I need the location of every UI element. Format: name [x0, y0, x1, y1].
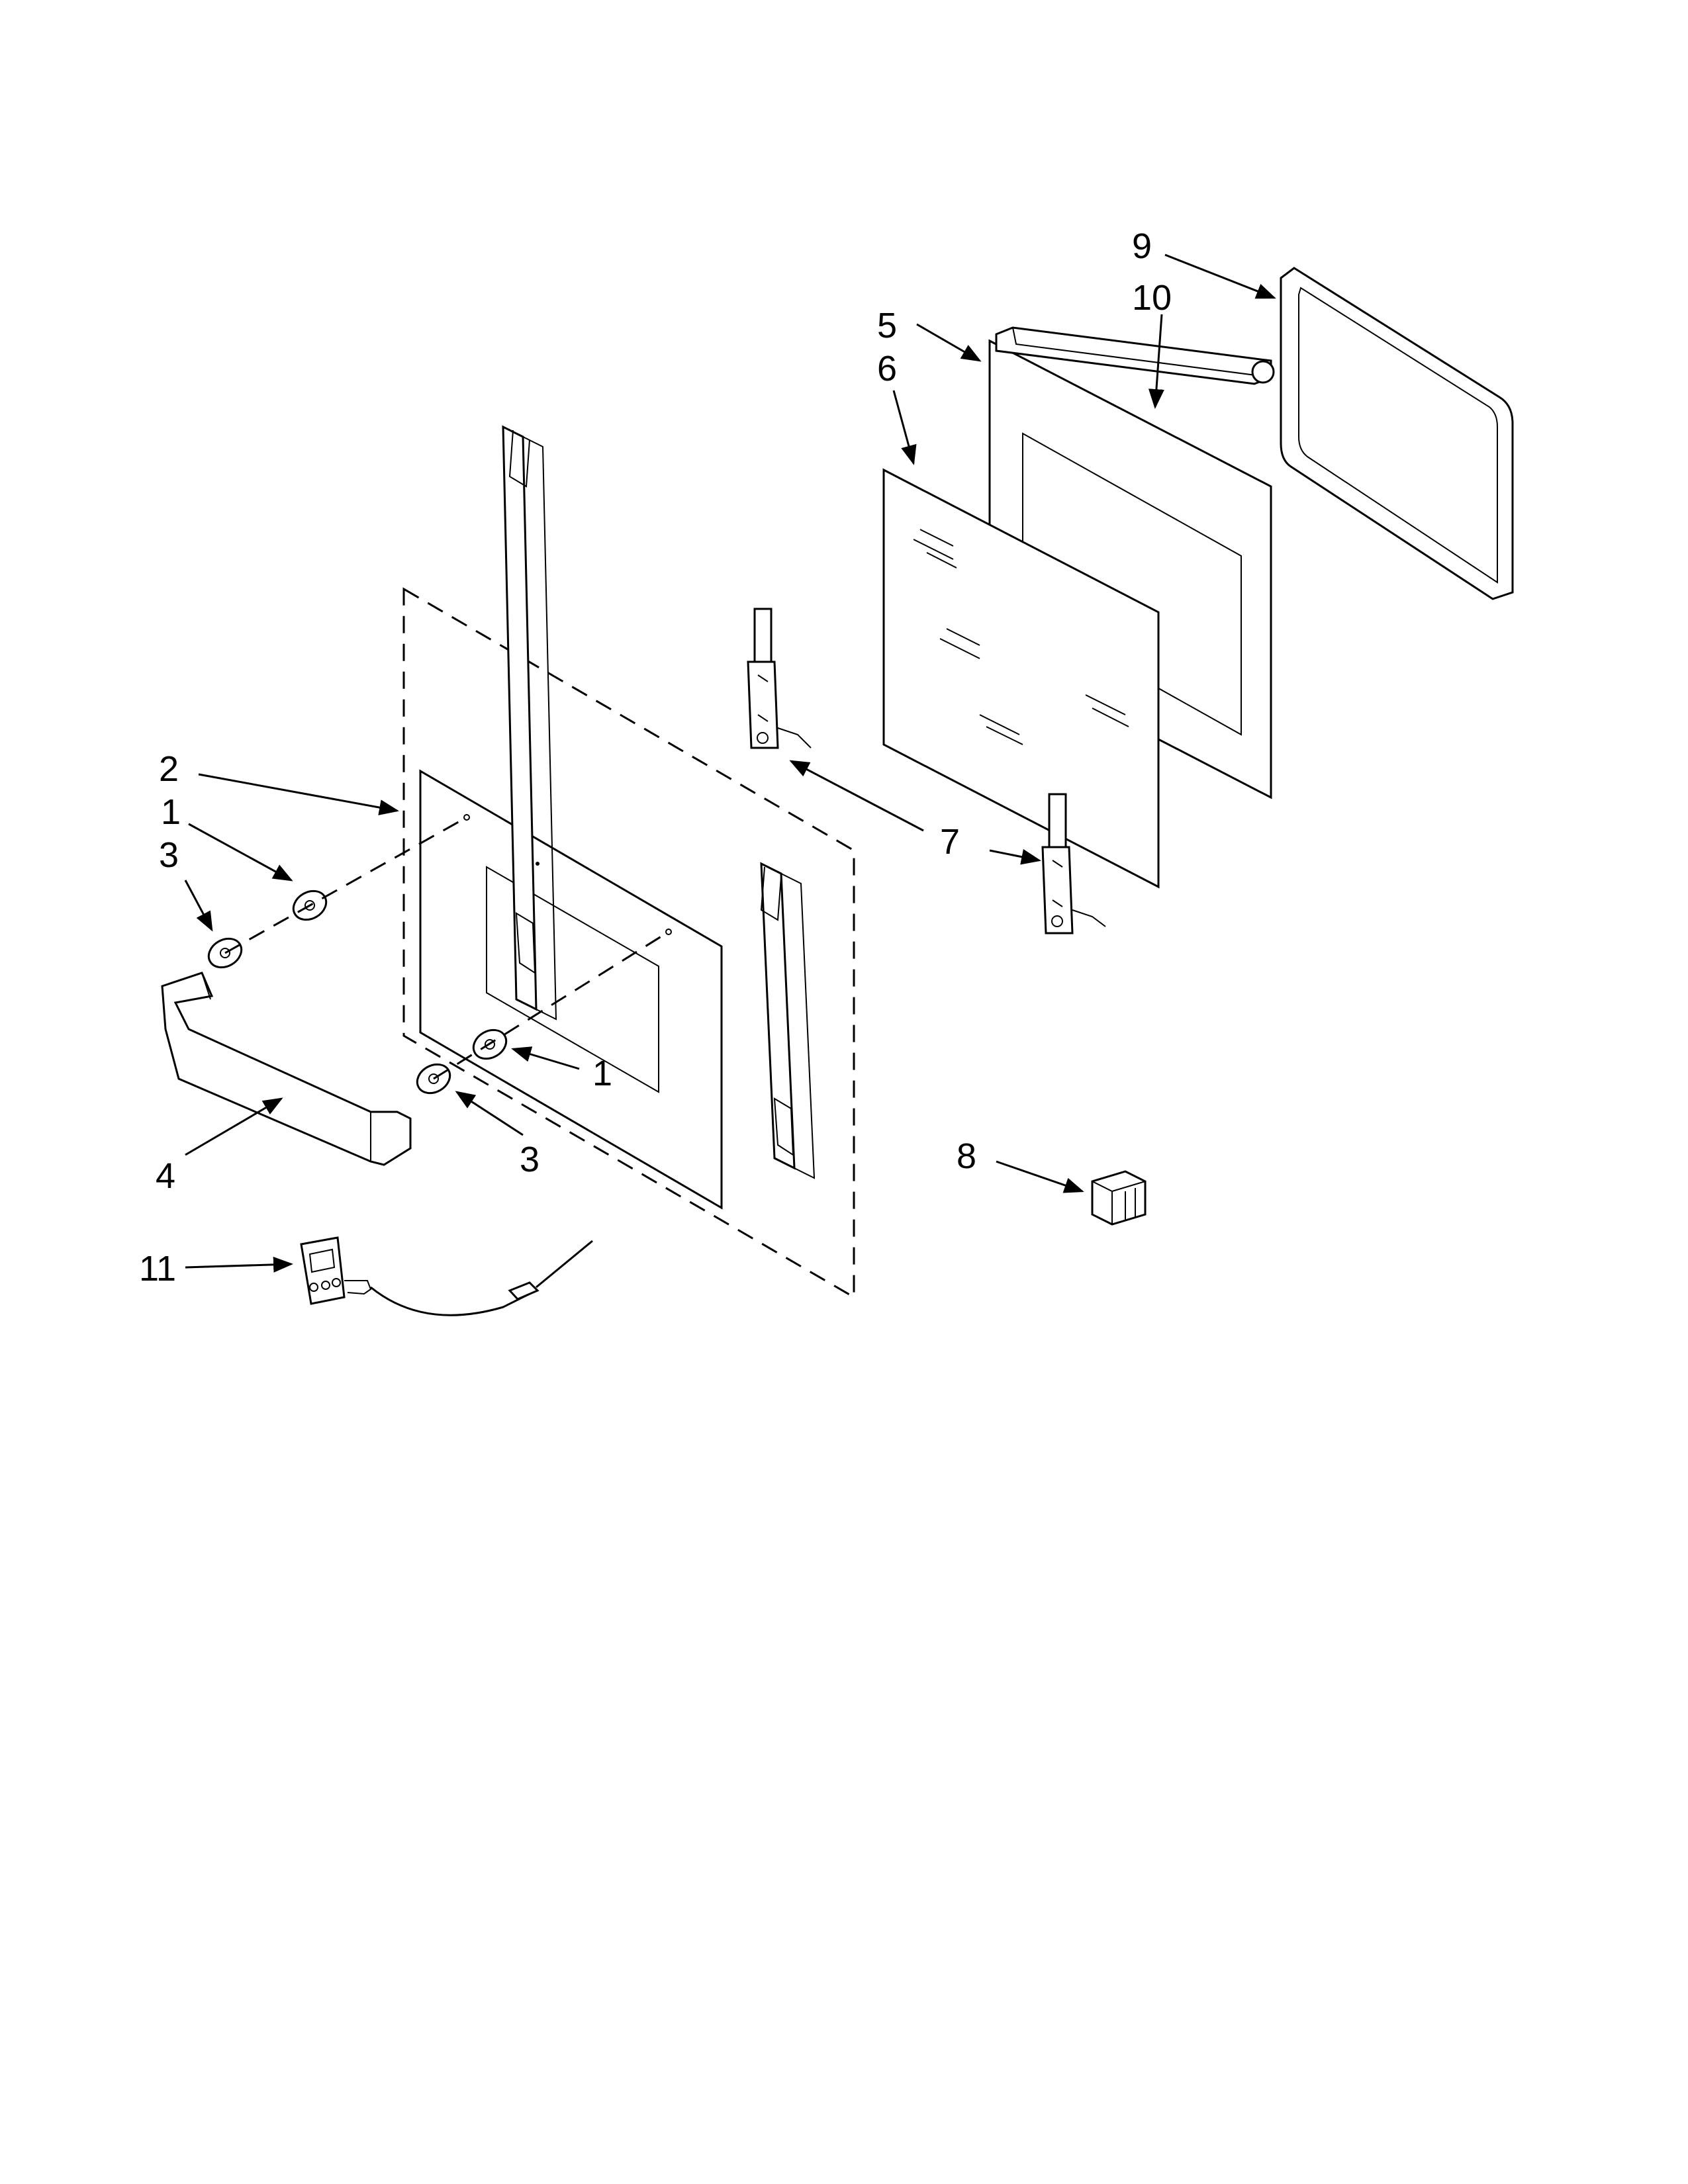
door-gasket	[1280, 267, 1514, 600]
callout-7: 7	[940, 822, 960, 862]
door-side-rail-left	[502, 425, 557, 1021]
door-hinge-lower	[1041, 793, 1106, 934]
door-top-trim	[995, 326, 1275, 385]
callout-1-upper: 1	[161, 792, 181, 832]
leader-9	[1164, 253, 1276, 299]
door-hinge-upper	[747, 608, 812, 749]
callout-5: 5	[877, 306, 897, 345]
leader-4	[185, 1097, 283, 1156]
callout-11: 11	[139, 1249, 176, 1289]
leader-7-upper	[789, 760, 924, 832]
door-handle	[161, 972, 412, 1166]
callout-10: 10	[1132, 278, 1172, 318]
door-side-rail-right	[760, 862, 816, 1179]
leader-3-lower	[455, 1091, 524, 1136]
mount-line-lower	[433, 931, 669, 1080]
leader-11	[185, 1256, 293, 1273]
callout-3-upper: 3	[159, 835, 179, 875]
leader-2	[198, 773, 399, 815]
leader-1-upper	[188, 823, 293, 882]
callout-6: 6	[877, 349, 897, 388]
outer-door-panel	[419, 769, 723, 1210]
meat-probe	[300, 1236, 593, 1316]
leader-8	[996, 1160, 1084, 1193]
callout-2: 2	[159, 749, 179, 789]
callout-1-lower: 1	[592, 1054, 612, 1093]
callout-9: 9	[1132, 226, 1152, 266]
leader-1-lower	[511, 1046, 580, 1070]
leader-5	[916, 323, 982, 362]
leader-3-upper	[184, 880, 213, 932]
callout-8: 8	[957, 1136, 976, 1176]
door-assembly-outline	[402, 587, 855, 1299]
inner-door-glass	[882, 468, 1160, 889]
mount-line-upper	[224, 816, 467, 954]
leader-7-lower	[989, 848, 1041, 865]
hinge-receptacle	[1091, 1170, 1147, 1226]
callout-4: 4	[156, 1156, 175, 1196]
leader-6	[892, 390, 917, 465]
callout-3-lower: 3	[520, 1140, 539, 1179]
leader-10	[1148, 314, 1164, 409]
